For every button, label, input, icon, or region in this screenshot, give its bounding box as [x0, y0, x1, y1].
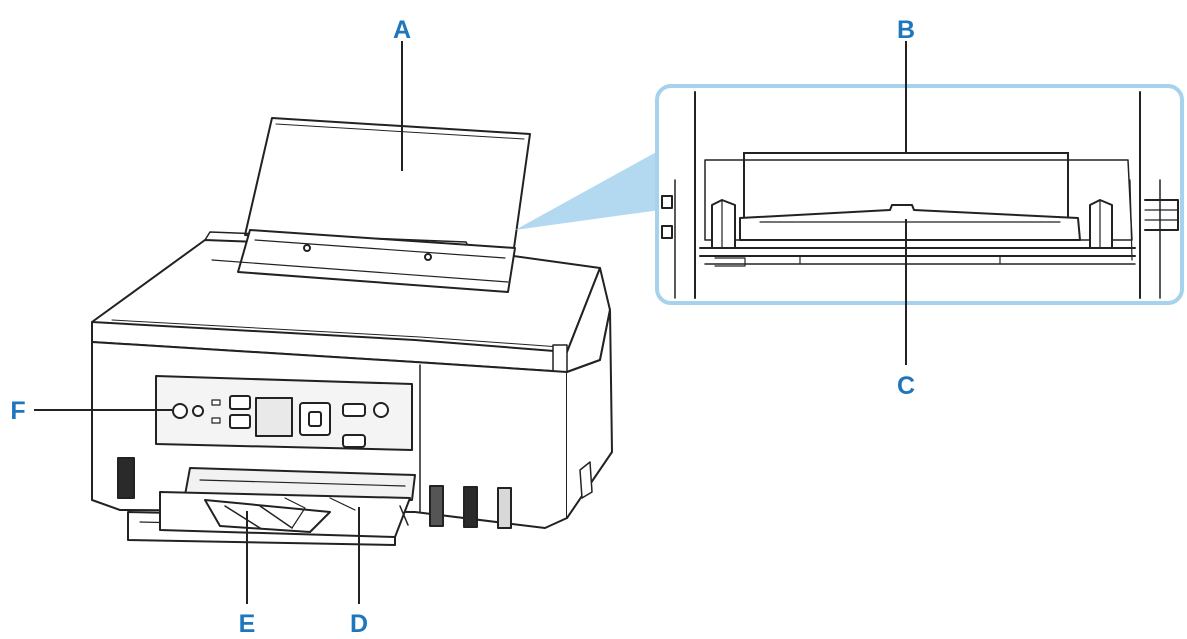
leader-lines	[34, 41, 1069, 604]
printer-illustration	[91, 117, 613, 546]
callout-wedge	[515, 150, 660, 230]
callout-f: F	[10, 397, 25, 425]
callout-e: E	[239, 610, 256, 638]
callout-letters: A B C D E F	[10, 16, 915, 638]
callout-b: B	[897, 16, 915, 44]
callout-c: C	[897, 372, 915, 400]
lcd-screen	[255, 397, 293, 437]
callout-d: D	[350, 610, 368, 638]
leader-bracket-b	[743, 152, 1069, 217]
callout-a: A	[393, 16, 411, 44]
inset-rear-tray-detail	[655, 84, 1184, 305]
output-tray-extension	[204, 499, 331, 533]
ink-tank-black-left	[117, 457, 135, 499]
